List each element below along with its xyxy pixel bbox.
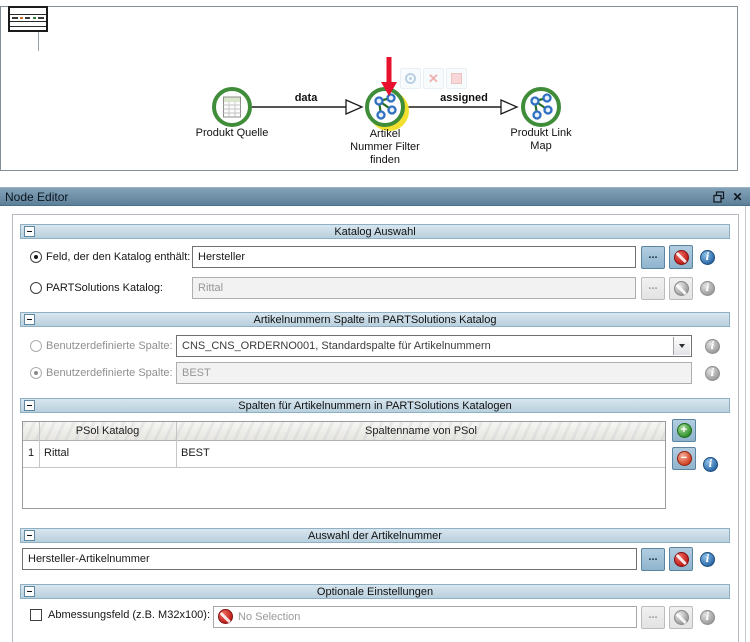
label-feld-katalog: Feld, der den Katalog enthält: <box>46 251 191 263</box>
minimap-mark <box>33 17 36 19</box>
spalte-combobox[interactable]: CNS_CNS_ORDERNO001, Standardspalte für A… <box>176 335 692 357</box>
row-number: 1 <box>27 447 35 459</box>
info-icon[interactable] <box>700 250 715 265</box>
field-best-spalte: BEST <box>176 362 692 384</box>
minimap-line <box>10 21 46 22</box>
stop-icon[interactable] <box>446 68 467 89</box>
collapse-icon[interactable] <box>24 400 35 411</box>
section-header-katalog-auswahl: Katalog Auswahl <box>20 224 730 239</box>
section-title: Spalten für Artikelnummern in PARTSoluti… <box>238 400 512 412</box>
browse-button[interactable]: ... <box>641 246 665 269</box>
collapse-icon[interactable] <box>24 314 35 325</box>
radio-benutzerdefinierte-spalte-1 <box>30 340 42 352</box>
minimap-icon[interactable] <box>8 6 48 32</box>
minimap-tail-line <box>38 32 39 51</box>
minimap-mark <box>25 17 30 19</box>
clear-selection-button[interactable] <box>669 245 693 269</box>
no-selection-icon <box>673 281 689 296</box>
plus-icon <box>676 423 692 438</box>
clear-selection-button-disabled <box>669 606 693 629</box>
minimap-mark <box>12 17 18 19</box>
info-icon-disabled <box>700 281 715 296</box>
minus-icon <box>676 451 692 466</box>
label-abmessungsfeld: Abmessungsfeld (z.B. M32x100): <box>48 609 211 621</box>
label-partsolutions-katalog: PARTSolutions Katalog: <box>46 282 163 294</box>
section-header-auswahl-artikelnummer: Auswahl der Artikelnummer <box>20 528 730 543</box>
run-icon[interactable] <box>400 68 421 89</box>
node-label-artikel-nummer-filter: Artikel Nummer Filter finden <box>350 128 420 166</box>
no-selection-icon <box>673 610 689 625</box>
minimap-line <box>10 14 46 15</box>
radio-partsolutions-katalog[interactable] <box>30 282 42 294</box>
label-benutzerdefinierte-spalte-2: Benutzerdefinierte Spalte: <box>46 367 173 379</box>
label-benutzerdefinierte-spalte-1: Benutzerdefinierte Spalte: <box>46 340 173 352</box>
no-selection-icon <box>673 249 689 265</box>
section-title: Auswahl der Artikelnummer <box>308 530 442 542</box>
section-header-spalten-tabelle: Spalten für Artikelnummern in PARTSoluti… <box>20 398 730 413</box>
cell-spaltenname[interactable]: BEST <box>181 447 210 459</box>
chevron-down-icon[interactable] <box>673 337 690 355</box>
clear-selection-button-disabled <box>669 277 693 300</box>
remove-row-button[interactable] <box>672 447 696 470</box>
browse-button-disabled: ... <box>641 606 665 629</box>
section-title: Optionale Einstellungen <box>316 586 434 598</box>
column-header-spaltenname: Spaltenname von PSol <box>365 425 477 437</box>
edge-label-assigned: assigned <box>440 92 488 104</box>
column-divider <box>39 422 40 467</box>
table-header-row <box>23 422 665 441</box>
radio-benutzerdefinierte-spalte-2 <box>30 367 42 379</box>
node-editor-titlebar: Node Editor <box>0 187 750 206</box>
minimap-mark <box>38 17 44 19</box>
collapse-icon[interactable] <box>24 530 35 541</box>
collapse-icon[interactable] <box>24 226 35 237</box>
info-icon-disabled <box>705 366 720 381</box>
row-divider <box>23 467 665 468</box>
section-header-optionale-einstellungen: Optionale Einstellungen <box>20 584 730 599</box>
radio-feld-katalog[interactable] <box>30 251 42 263</box>
no-selection-icon <box>673 551 689 567</box>
cell-psol-katalog[interactable]: Rittal <box>44 447 70 459</box>
minimap-line <box>10 26 46 27</box>
browse-button[interactable]: ... <box>641 548 665 571</box>
info-icon[interactable] <box>703 457 718 472</box>
spalten-table: PSol Katalog Spaltenname von PSol 1 Ritt… <box>22 421 666 509</box>
section-header-artikelnummern-spalte: Artikelnummern Spalte im PARTSolutions K… <box>20 312 730 327</box>
no-selection-icon <box>218 609 233 624</box>
node-label-produkt-quelle: Produkt Quelle <box>195 127 269 139</box>
combobox-value: CNS_CNS_ORDERNO001, Standardspalte für A… <box>182 340 491 352</box>
panel-right-divider <box>745 206 746 642</box>
info-icon[interactable] <box>700 552 715 567</box>
field-abmessungsfeld: No Selection <box>213 606 637 628</box>
collapse-icon[interactable] <box>24 586 35 597</box>
column-divider <box>176 422 177 467</box>
field-katalog-feld[interactable]: Hersteller <box>192 246 636 268</box>
section-title: Artikelnummern Spalte im PARTSolutions K… <box>253 314 497 326</box>
field-partsolutions-katalog: Rittal <box>192 277 636 299</box>
edge-label-data: data <box>294 92 318 104</box>
section-title: Katalog Auswahl <box>334 226 416 238</box>
add-row-button[interactable] <box>672 419 696 442</box>
column-header-psol-katalog: PSol Katalog <box>75 425 140 437</box>
panel-title: Node Editor <box>5 189 69 204</box>
node-ghost-toolbar: ✕ <box>400 68 470 91</box>
node-label-produkt-link-map: Produkt Link Map <box>510 127 572 152</box>
checkbox-abmessungsfeld[interactable] <box>30 609 42 621</box>
close-icon[interactable]: ✕ <box>732 189 743 204</box>
field-artikelnummer[interactable]: Hersteller-Artikelnummer <box>22 548 637 570</box>
browse-button-disabled: ... <box>641 277 665 300</box>
cancel-icon[interactable]: ✕ <box>423 68 444 89</box>
clear-selection-button[interactable] <box>669 547 693 571</box>
info-icon-disabled <box>700 610 715 625</box>
float-window-icon[interactable] <box>711 189 726 204</box>
minimap-mark <box>20 17 23 19</box>
info-icon-disabled <box>705 339 720 354</box>
